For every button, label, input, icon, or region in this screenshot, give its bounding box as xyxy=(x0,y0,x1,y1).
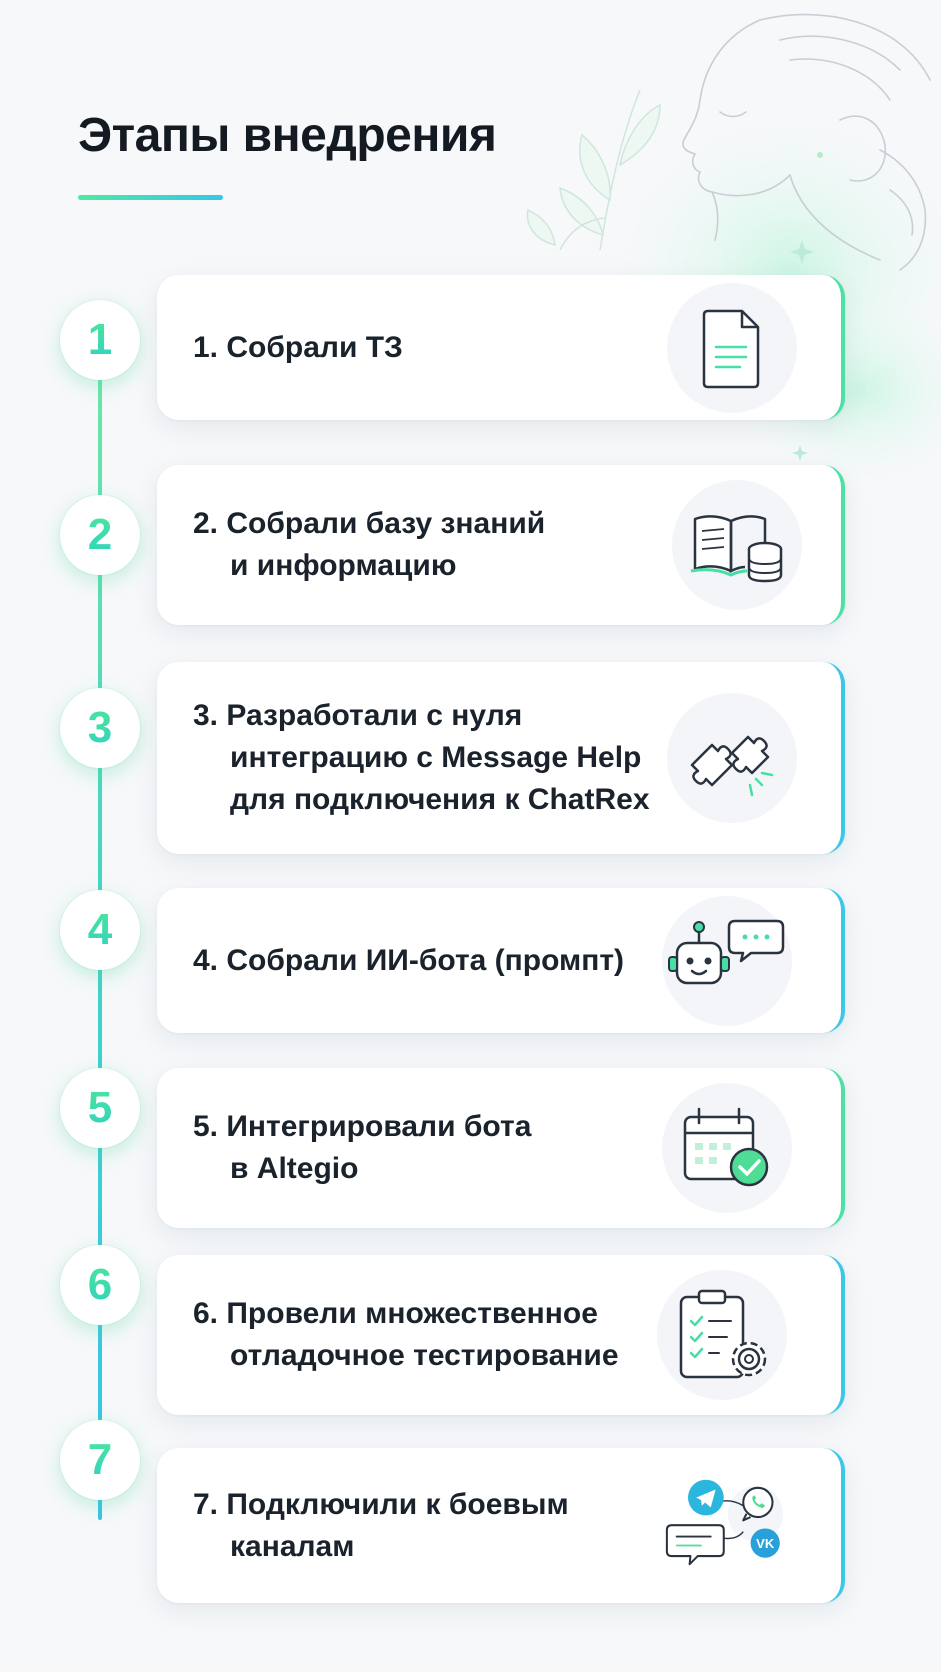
step-badge-7: 7 xyxy=(60,1420,140,1500)
step-line: 5. Интегрировали бота xyxy=(193,1110,532,1143)
step-badge-6: 6 xyxy=(60,1245,140,1325)
messengers-icon: VK xyxy=(662,1461,792,1591)
step-number: 7 xyxy=(87,1435,113,1484)
step-card-1: 1. Собрали ТЗ xyxy=(157,275,845,420)
book-database-icon xyxy=(672,480,802,610)
step-badge-4: 4 xyxy=(60,890,140,970)
step-badge-1: 1 xyxy=(60,300,140,380)
document-icon xyxy=(667,282,797,413)
step-line: 4. Собрали ИИ-бота (промпт) xyxy=(193,943,625,977)
step-number: 3 xyxy=(87,703,113,752)
step-number: 2 xyxy=(87,510,113,559)
step-card-3: 3. Разработали с нуля интеграцию с Messa… xyxy=(157,662,845,854)
step-text: 1. Собрали ТЗ xyxy=(193,327,633,369)
step-badge-3: 3 xyxy=(60,688,140,768)
step-card-7: 7. Подключили к боевым каналам VK xyxy=(157,1448,845,1603)
calendar-check-icon xyxy=(662,1083,792,1213)
step-line: в Altegio xyxy=(230,1152,359,1185)
step-text: 5. Интегрировали бота в Altegio xyxy=(193,1106,633,1190)
step-number: 5 xyxy=(87,1083,113,1132)
step-line: 2. Собрали базу знаний xyxy=(193,507,546,540)
step-badge-2: 2 xyxy=(60,495,140,575)
step-badge-5: 5 xyxy=(60,1068,140,1148)
step-number: 1 xyxy=(87,315,113,364)
step-line: 6. Провели множественное xyxy=(193,1297,598,1330)
step-number: 4 xyxy=(87,905,113,954)
step-line: интеграцию с Message Help xyxy=(230,741,642,774)
page-title: Этапы внедрения xyxy=(78,109,497,162)
step-text: 6. Провели множественное отладочное тест… xyxy=(193,1293,633,1377)
step-line: каналам xyxy=(230,1529,355,1563)
step-line: 3. Разработали с нуля xyxy=(193,699,523,732)
robot-chat-icon xyxy=(662,895,792,1026)
step-card-2: 2. Собрали базу знаний и информацию xyxy=(157,465,845,625)
clipboard-gear-icon xyxy=(657,1270,787,1400)
step-number: 6 xyxy=(87,1260,113,1309)
step-card-5: 5. Интегрировали бота в Altegio xyxy=(157,1068,845,1228)
step-line: отладочное тестирование xyxy=(230,1339,619,1372)
step-line: 7. Подключили к боевым xyxy=(193,1487,569,1521)
step-line: 1. Собрали ТЗ xyxy=(193,330,403,364)
title-underline xyxy=(78,195,223,200)
step-line: и информацию xyxy=(230,549,457,582)
svg-text:VK: VK xyxy=(756,1535,775,1550)
puzzle-icon xyxy=(667,693,797,823)
step-card-6: 6. Провели множественное отладочное тест… xyxy=(157,1255,845,1415)
step-line: для подключения к ChatRex xyxy=(230,783,650,816)
step-text: 4. Собрали ИИ-бота (промпт) xyxy=(193,940,633,982)
step-card-4: 4. Собрали ИИ-бота (промпт) xyxy=(157,888,845,1033)
step-text: 7. Подключили к боевым каналам xyxy=(193,1484,633,1568)
step-text: 3. Разработали с нуля интеграцию с Messa… xyxy=(193,695,650,821)
step-text: 2. Собрали базу знаний и информацию xyxy=(193,503,633,587)
